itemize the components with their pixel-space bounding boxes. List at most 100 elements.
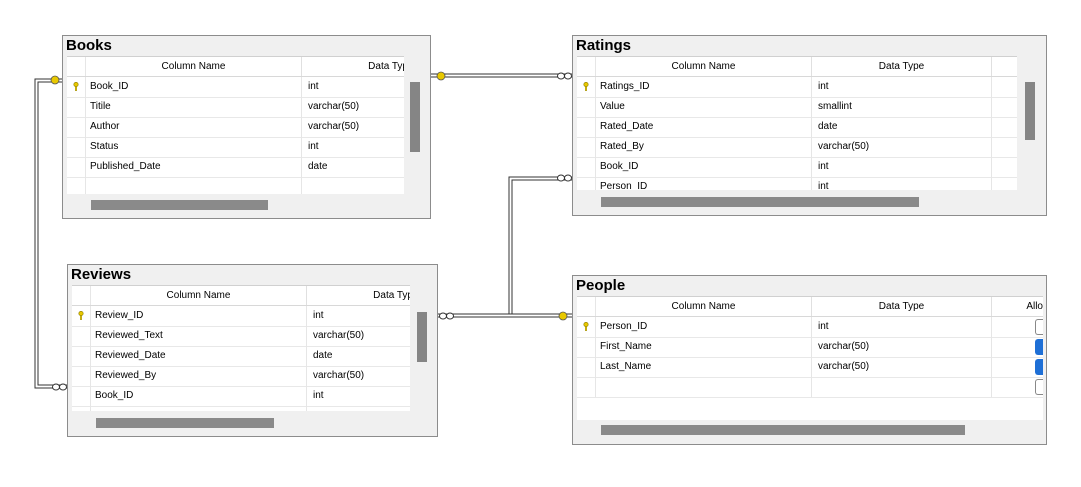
ratings-horizontal-scrollbar[interactable] [601,197,919,207]
column-name-cell[interactable]: Titile [86,97,302,117]
row-selector[interactable] [67,177,86,194]
row-selector[interactable] [577,157,596,177]
data-type-cell[interactable]: varchar(50) [812,337,992,357]
column-name-cell[interactable] [86,177,302,194]
column-name-cell[interactable]: Status [86,137,302,157]
data-type-cell[interactable]: int [302,77,404,97]
row-selector[interactable] [67,97,86,117]
row-selector[interactable] [577,117,596,137]
row-selector[interactable] [577,337,596,357]
column-name-cell[interactable]: Book_ID [91,386,307,406]
column-name-cell[interactable]: Author [86,117,302,137]
scroll-thumb[interactable] [1025,82,1035,140]
data-type-cell[interactable]: varchar(50) [812,137,992,157]
row-selector[interactable] [72,386,91,406]
row-selector[interactable] [577,137,596,157]
row-selector[interactable] [67,157,86,177]
row-selector[interactable] [67,77,86,97]
row-selector[interactable] [577,77,596,97]
scroll-thumb[interactable] [410,82,420,152]
column-name-cell[interactable]: Rated_By [596,137,812,157]
column-name-cell[interactable]: First_Name [596,337,812,357]
data-type-header[interactable]: Data Type [812,297,992,316]
column-name-header[interactable]: Column Name [86,57,302,76]
data-type-cell[interactable]: date [307,346,410,366]
allow-nulls-header[interactable]: Allo [1026,301,1043,312]
data-type-cell[interactable]: varchar(50) [302,97,404,117]
column-name-cell[interactable]: Value [596,97,812,117]
allow-nulls-checkbox[interactable] [1035,379,1043,395]
data-type-cell[interactable] [307,406,410,411]
books-horizontal-scrollbar[interactable] [91,200,268,210]
allow-nulls-checkbox[interactable] [1035,339,1043,355]
column-name-cell[interactable]: Person_ID [596,317,812,337]
row-selector[interactable] [72,306,91,326]
data-type-header[interactable]: Data Typ [307,286,410,305]
table-row[interactable] [72,406,410,411]
column-name-cell[interactable]: Published_Date [86,157,302,177]
data-type-cell[interactable]: int [307,386,410,406]
column-name-cell[interactable]: Last_Name [596,357,812,377]
row-selector[interactable] [72,366,91,386]
row-selector[interactable] [67,117,86,137]
data-type-cell[interactable]: date [812,117,992,137]
column-name-cell[interactable] [91,406,307,411]
ratings-vertical-scrollbar[interactable] [1017,56,1043,189]
data-type-cell[interactable]: date [302,157,404,177]
reviews-vertical-scrollbar[interactable] [410,285,434,410]
data-type-cell[interactable]: int [812,177,992,190]
data-type-cell[interactable]: int [812,157,992,177]
row-selector[interactable] [67,137,86,157]
column-name-cell[interactable]: Reviewed_Date [91,346,307,366]
row-selector[interactable] [577,177,596,190]
data-type-cell[interactable]: varchar(50) [307,366,410,386]
column-name-header[interactable]: Column Name [91,286,307,305]
people-horizontal-scrollbar[interactable] [601,425,965,435]
column-name-cell[interactable]: Person_ID [596,177,812,190]
row-selector[interactable] [577,97,596,117]
data-type-cell[interactable] [812,377,992,397]
data-type-cell[interactable]: int [302,137,404,157]
data-type-cell[interactable]: varchar(50) [302,117,404,137]
ratings-table[interactable]: Ratings Column Name Data Type Ratings_ID… [572,35,1047,216]
column-name-header[interactable]: Column Name [596,57,812,76]
column-name-cell[interactable]: Ratings_ID [596,77,812,97]
people-ratings-relationship[interactable] [508,176,572,314]
column-name-cell[interactable]: Book_ID [596,157,812,177]
row-selector[interactable] [72,406,91,411]
column-name-cell[interactable]: Book_ID [86,77,302,97]
data-type-header[interactable]: Data Typ [302,57,404,76]
column-name-cell[interactable] [596,377,812,397]
books-table[interactable]: Books Column Name Data Typ Book_IDintTit… [62,35,431,219]
row-selector[interactable] [577,357,596,377]
data-type-cell[interactable] [302,177,404,194]
books-vertical-scrollbar[interactable] [404,56,428,193]
table-row[interactable] [577,377,1043,398]
row-selector[interactable] [72,346,91,366]
books-ratings-relationship[interactable] [431,73,572,78]
allow-nulls-checkbox[interactable] [1035,359,1043,375]
row-selector[interactable] [72,326,91,346]
people-reviews-relationship[interactable] [438,313,572,318]
people-table[interactable]: People Column Name Data Type Allo Person… [572,275,1047,445]
data-type-cell[interactable]: varchar(50) [307,326,410,346]
data-type-cell[interactable]: varchar(50) [812,357,992,377]
data-type-cell[interactable]: smallint [812,97,992,117]
row-selector[interactable] [577,317,596,337]
column-name-header[interactable]: Column Name [596,297,812,316]
